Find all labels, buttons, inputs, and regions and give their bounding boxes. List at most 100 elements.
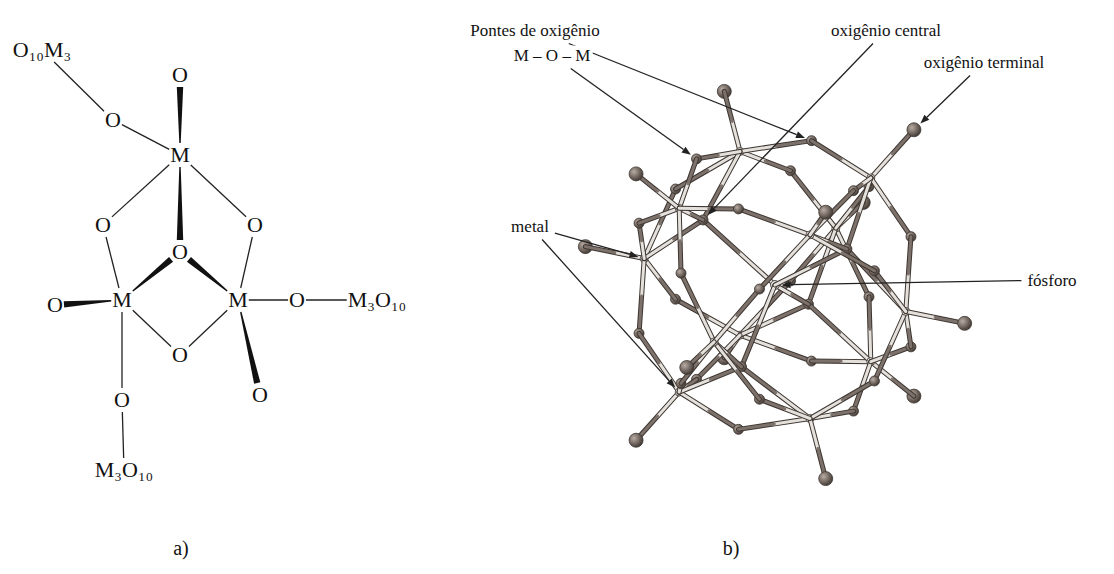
bond-stick — [871, 178, 891, 207]
wedge-bond — [187, 257, 228, 292]
leader-line — [571, 69, 684, 150]
bond-outline — [810, 381, 874, 419]
bond-stick — [890, 311, 906, 346]
bond-outline — [636, 392, 679, 440]
bond-stick — [908, 237, 911, 274]
bond-stick — [871, 154, 893, 178]
oxygen-atom — [869, 376, 879, 386]
leader-line — [542, 240, 669, 381]
bond-outline — [871, 130, 914, 178]
panel-label: b) — [723, 538, 740, 558]
bond-outline — [679, 206, 738, 212]
bond-stick — [862, 178, 871, 184]
bond-stick — [808, 304, 839, 333]
bond-outline — [812, 359, 871, 365]
bond-stick — [681, 273, 698, 307]
oxygen-atom — [733, 204, 743, 214]
bond-outline — [676, 151, 740, 189]
bond-line — [121, 312, 122, 388]
bond-stick — [842, 381, 874, 400]
bond-outline — [738, 209, 809, 235]
callout-label: oxigênio central — [829, 21, 943, 40]
leader-line — [555, 233, 630, 254]
bond-stick — [718, 151, 740, 155]
bond-stick — [832, 411, 854, 415]
bond-stick — [774, 419, 810, 424]
oxygen-atom — [676, 268, 686, 278]
bond-stick — [836, 207, 853, 228]
oxygen-atom: O — [289, 289, 305, 311]
bond-stick — [585, 247, 614, 253]
oxygen-atom: O — [172, 344, 188, 366]
callout-label: metal — [509, 217, 551, 236]
bond-outline — [759, 235, 809, 289]
wedge-bond — [132, 257, 173, 292]
bond-outline — [810, 419, 826, 479]
bond-line — [106, 237, 119, 288]
metal-atom: M — [228, 289, 248, 311]
arrowhead — [629, 251, 639, 258]
bond-stick — [791, 171, 814, 200]
bond-stick — [639, 296, 642, 333]
bond-stick — [906, 274, 909, 311]
bond-stick — [714, 315, 737, 341]
panel-label: a) — [173, 538, 189, 558]
bond-outline — [791, 171, 836, 228]
bond-stick — [691, 214, 703, 220]
bond-stick — [678, 208, 682, 240]
bond-line — [122, 412, 123, 458]
bond-outline — [775, 249, 847, 285]
bond-stick — [867, 297, 871, 329]
wedge-bond — [177, 167, 183, 240]
bond-stick — [908, 329, 911, 347]
bond-outline — [697, 151, 740, 158]
bond-outline — [724, 91, 740, 151]
bond-outline — [639, 259, 644, 334]
bond-stick — [785, 409, 810, 419]
bond-stick — [700, 342, 714, 355]
bond-stick — [840, 333, 871, 362]
bond-outline — [871, 178, 911, 237]
arrowhead — [795, 131, 805, 138]
bond-outline — [639, 208, 679, 223]
oxygen-atom — [819, 472, 833, 486]
metal-atom: M — [112, 289, 132, 311]
bond-stick — [841, 159, 871, 178]
arrowhead — [667, 379, 676, 388]
bond-stick — [688, 159, 697, 184]
bond-line — [122, 125, 169, 150]
bond-stick — [812, 360, 842, 363]
leader-line — [714, 44, 873, 209]
bond-stick — [892, 379, 914, 396]
arrowhead — [920, 115, 929, 124]
bond-stick — [659, 363, 679, 392]
bond-stick — [714, 342, 737, 371]
oxygen-atom — [819, 205, 833, 219]
bond-line — [189, 310, 227, 346]
callout-label: fósforo — [1025, 271, 1078, 290]
bond-stick — [679, 207, 709, 210]
bond-stick — [660, 279, 676, 299]
bond-stick — [740, 335, 776, 348]
bond-outline — [740, 141, 811, 152]
bond-outline — [869, 297, 871, 362]
arrowhead — [781, 281, 790, 288]
bond-outline — [812, 141, 871, 178]
arrowhead — [681, 147, 690, 155]
bond-outline — [644, 220, 703, 259]
bond-outline — [681, 273, 714, 342]
bond-outline — [714, 342, 759, 399]
bond-stick — [842, 253, 874, 271]
bond-stick — [765, 161, 790, 171]
bond-stick — [658, 392, 680, 416]
bond-stick — [906, 311, 935, 317]
bond-stick — [776, 348, 812, 361]
bond-outline — [639, 333, 679, 392]
wedge-bond — [240, 312, 260, 384]
bond-stick — [698, 308, 715, 342]
bond-stick — [738, 209, 774, 222]
